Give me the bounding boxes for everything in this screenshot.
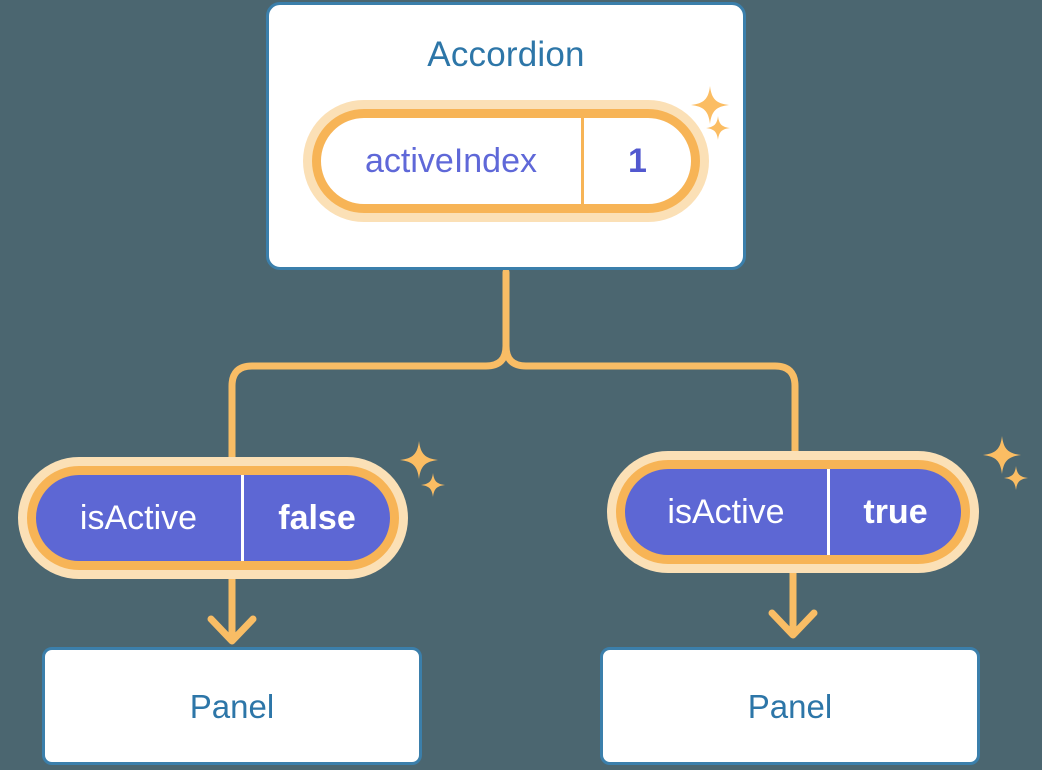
connector-branch-right	[502, 342, 799, 464]
prop-pill-value: false	[278, 498, 356, 537]
prop-pill-is-active-false[interactable]: isActive false	[27, 466, 399, 570]
panel-card-left[interactable]: Panel	[42, 647, 422, 765]
state-pill-active-index[interactable]: activeIndex 1	[312, 109, 700, 213]
sparkle-right-large-icon	[983, 436, 1021, 474]
sparkle-right-small-icon	[1004, 466, 1028, 490]
sparkle-left-large-icon	[400, 441, 438, 479]
connector-arrow-head-left	[207, 615, 257, 645]
connector-branch-left	[228, 342, 510, 470]
panel-card-title: Panel	[189, 688, 275, 725]
prop-pill-key: isActive	[625, 469, 830, 555]
panel-card-title: Panel	[747, 688, 833, 725]
page-title: Accordion	[427, 35, 585, 74]
prop-pill-value: true	[863, 492, 928, 531]
state-pill-value: 1	[628, 141, 647, 180]
panel-card-right[interactable]: Panel	[600, 647, 980, 765]
prop-pill-key: isActive	[36, 475, 244, 561]
sparkle-left-small-icon	[421, 473, 445, 497]
connector-arrow-head-right	[768, 609, 818, 639]
prop-pill-is-active-true[interactable]: isActive true	[616, 460, 970, 564]
state-pill-key: activeIndex	[321, 118, 584, 204]
